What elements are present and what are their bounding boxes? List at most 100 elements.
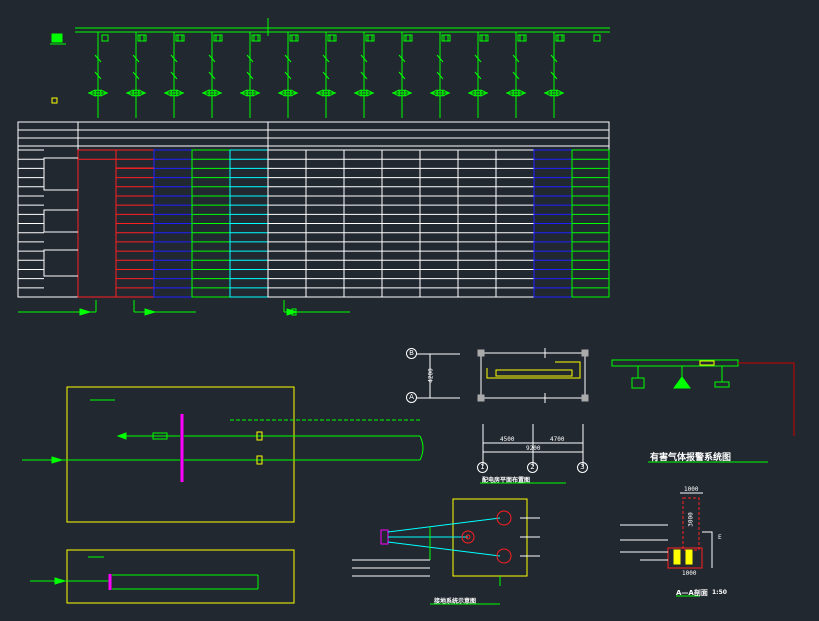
table-row-bracket <box>43 157 78 191</box>
detail-1-relay-bottom <box>256 455 263 465</box>
section-side-dim <box>702 531 713 568</box>
feeder-label-box <box>519 34 527 42</box>
feeder-group <box>87 32 601 118</box>
feeder-switch <box>132 54 140 63</box>
feeder-meter-box <box>327 34 335 42</box>
table-frame <box>17 121 610 298</box>
feeder-meter-box <box>517 34 525 42</box>
feeder-switch <box>208 54 216 63</box>
ground-conductor-1 <box>387 517 501 533</box>
grid-bubble-3: 3 <box>577 462 588 473</box>
ground-electrode-2 <box>461 530 475 544</box>
footer-box <box>291 308 297 316</box>
single-line-diagram <box>50 18 610 118</box>
feeder-switch <box>360 54 368 63</box>
feeder-switch <box>322 54 330 63</box>
column-2 <box>581 349 589 357</box>
span-right-dim: 4700 <box>550 436 565 443</box>
switchgear-row <box>495 369 573 377</box>
grid-bubble-2: 2 <box>527 462 538 473</box>
footer-arrow-2 <box>144 308 157 316</box>
detail-box-1-frame <box>66 386 295 523</box>
feeder-meter-box <box>289 34 297 42</box>
feeder-meter-box <box>175 34 183 42</box>
room-wall <box>480 352 586 399</box>
feeder-breaker <box>94 71 102 80</box>
feeder-label-box <box>291 34 299 42</box>
feeder-breaker <box>398 71 406 80</box>
detail-1-loop <box>419 435 424 461</box>
ground-electrode-2-core <box>465 534 471 540</box>
table-row-bracket <box>43 249 78 277</box>
feeder-meter-box <box>593 34 601 42</box>
feeder-switch <box>436 54 444 63</box>
feeder-breaker <box>360 71 368 80</box>
feeder-meter-box <box>365 34 373 42</box>
cable-trench <box>486 361 581 379</box>
feeder-switch <box>512 54 520 63</box>
feeder-breaker <box>246 71 254 80</box>
ground-electrode-3 <box>496 548 512 564</box>
room-height-dim: 4200 <box>427 368 435 383</box>
section-scale: 1:50 <box>712 589 727 596</box>
feeder-switch <box>550 54 558 63</box>
feeder-label-box <box>443 34 451 42</box>
footer-arrow-1 <box>79 308 92 316</box>
feeder-breaker <box>170 71 178 80</box>
sensor-1 <box>631 377 645 389</box>
feeder-label-box <box>253 34 261 42</box>
feeder-switch <box>246 54 254 63</box>
feeder-meter-box <box>403 34 411 42</box>
alarm-indicator <box>699 360 715 366</box>
feeder-switch <box>94 54 102 63</box>
grounding-terminal <box>380 529 389 545</box>
feeder-label-box <box>557 34 565 42</box>
feeder-meter-box <box>213 34 221 42</box>
section-bottom-dim-label: 1000 <box>682 570 697 577</box>
feeder-breaker <box>132 71 140 80</box>
incoming-breaker <box>51 33 63 43</box>
ground-conductor-3 <box>387 541 501 557</box>
feeder-switch <box>398 54 406 63</box>
column-3 <box>477 394 485 402</box>
feeder-breaker <box>550 71 558 80</box>
section-top-dim-label: 1000 <box>684 486 699 493</box>
grounding-title: 接地系统示意图 <box>434 598 477 605</box>
table-column <box>77 149 117 298</box>
gas-alarm-diagram <box>611 359 795 463</box>
sensor-2 <box>673 376 691 389</box>
feeder-switch <box>170 54 178 63</box>
feeder-meter-box <box>441 34 449 42</box>
room-plan-title: 配电房平面布置图 <box>482 477 531 484</box>
section-mid-dim-label: 3000 <box>687 512 695 527</box>
detail-box-1 <box>22 386 424 523</box>
table-footer-arrows <box>18 300 350 316</box>
feeder-meter-box <box>251 34 259 42</box>
feeder-breaker <box>284 71 292 80</box>
detail-box-2-frame <box>66 549 295 604</box>
detail-1-arrow <box>51 456 64 464</box>
feeder-label-box <box>101 34 109 42</box>
alarm-controller <box>611 359 739 367</box>
distribution-table <box>17 121 610 298</box>
note-marker <box>51 97 58 104</box>
feeder-breaker <box>322 71 330 80</box>
detail-box-2 <box>30 549 295 604</box>
detail-1-relay-top <box>256 431 263 441</box>
feeder-label-box <box>367 34 375 42</box>
section-title: A—A剖面 <box>676 589 708 597</box>
feeder-meter-box <box>479 34 487 42</box>
feeder-label-box <box>481 34 489 42</box>
alarm-cable <box>738 362 795 436</box>
feeder-switch <box>284 54 292 63</box>
detail-1-arrow-left <box>116 432 127 440</box>
feeder-breaker <box>512 71 520 80</box>
section-side-label: E <box>718 534 722 541</box>
feeder-label-box <box>139 34 147 42</box>
grid-bubble-a: A <box>406 392 417 403</box>
section-aa <box>620 492 713 597</box>
column-4 <box>581 394 589 402</box>
feeder-breaker <box>208 71 216 80</box>
grid-bubble-1: 1 <box>477 462 488 473</box>
